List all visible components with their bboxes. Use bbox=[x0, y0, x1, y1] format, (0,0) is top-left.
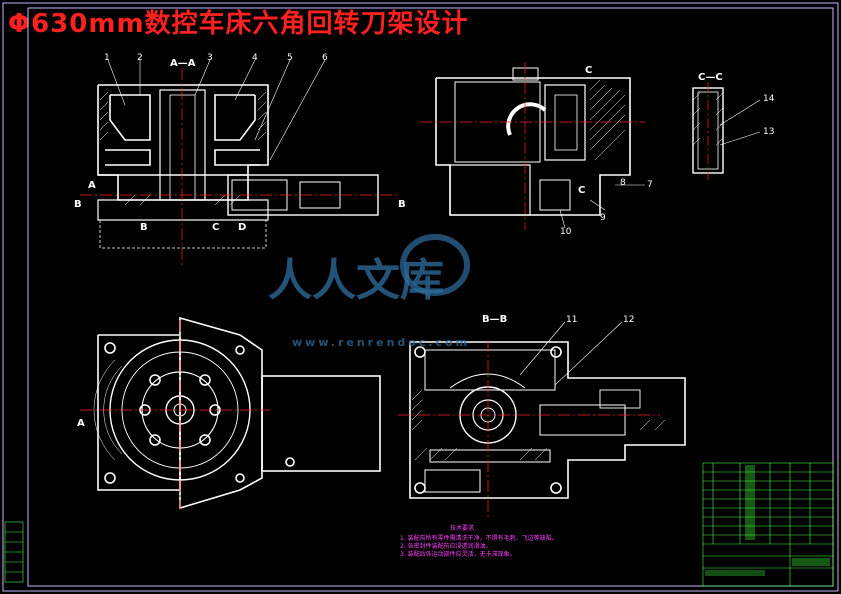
watermark: 人人文库 www.renrendoc.com bbox=[268, 234, 470, 349]
balloon-13: 13 bbox=[763, 127, 774, 137]
notes-line-2: 2. 各密封件装配前应浸透润滑油。 bbox=[400, 542, 492, 550]
label-b-right: B bbox=[398, 199, 406, 210]
plan-view-centerlines bbox=[80, 320, 270, 510]
balloon-5: 5 bbox=[287, 53, 293, 63]
label-c-top: C bbox=[585, 65, 592, 76]
notes-line-1: 1. 装配前所有零件需清洗干净，不得有毛刺、飞边等缺陷。 bbox=[400, 534, 558, 542]
balloon-4: 4 bbox=[252, 53, 258, 63]
section-aa-view bbox=[97, 59, 379, 249]
balloon-2: 2 bbox=[137, 53, 143, 63]
notes-line-3: 3. 装配后各运动部件应灵活，无卡滞现象。 bbox=[400, 550, 516, 558]
watermark-url: www.renrendoc.com bbox=[292, 336, 470, 349]
balloon-8: 8 bbox=[620, 178, 626, 188]
label-section-cc: C—C bbox=[698, 72, 723, 83]
label-section-aa: A—A bbox=[170, 58, 196, 69]
label-section-bb: B—B bbox=[482, 314, 507, 325]
inner-frame bbox=[27, 7, 834, 587]
balloon-3: 3 bbox=[207, 53, 213, 63]
drawing-title: Φ630mm数控车床六角回转刀架设计 bbox=[8, 9, 469, 39]
top-side-centerlines bbox=[420, 62, 645, 230]
watermark-logo-icon bbox=[400, 234, 470, 296]
label-d-bottom: D bbox=[238, 222, 246, 233]
technical-notes: 技术要求 1. 装配前所有零件需清洗干净，不得有毛刺、飞边等缺陷。 2. 各密封… bbox=[400, 524, 558, 558]
notes-heading: 技术要求 bbox=[450, 524, 474, 532]
balloon-9: 9 bbox=[600, 213, 606, 223]
watermark-brand: 人人文库 bbox=[268, 255, 444, 306]
binding-strip bbox=[4, 521, 24, 583]
top-side-view bbox=[435, 67, 645, 229]
balloon-1: 1 bbox=[104, 53, 110, 63]
label-b-bottom: B bbox=[140, 222, 148, 233]
balloon-10: 10 bbox=[560, 227, 572, 237]
title-block bbox=[702, 462, 834, 587]
balloon-11: 11 bbox=[566, 315, 577, 325]
label-c-bottom: C bbox=[212, 222, 219, 233]
balloon-14: 14 bbox=[763, 94, 775, 104]
label-b-left: B bbox=[74, 199, 82, 210]
balloon-12: 12 bbox=[623, 315, 634, 325]
label-a-plan: A bbox=[77, 418, 85, 429]
balloon-6: 6 bbox=[322, 53, 328, 63]
section-aa-centerlines bbox=[80, 68, 400, 265]
balloon-7: 7 bbox=[647, 180, 653, 190]
section-bb-centerlines bbox=[398, 340, 660, 520]
label-c-side: C bbox=[578, 185, 585, 196]
section-cc-view bbox=[692, 87, 761, 174]
label-a-left: A bbox=[88, 180, 96, 191]
